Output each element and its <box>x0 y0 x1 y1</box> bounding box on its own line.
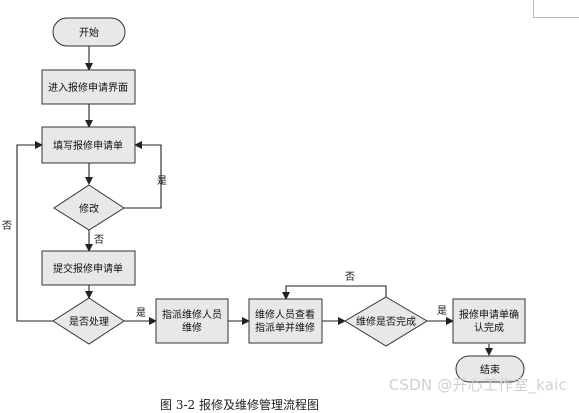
node-view-label-1: 维修人员查看 <box>255 308 315 321</box>
node-fill-form-label: 填写报修申请单 <box>53 139 123 152</box>
edge-processed-no-loop <box>16 141 53 322</box>
node-assign-label-2: 维修 <box>182 321 202 334</box>
edge-modify-yes-loop <box>124 141 162 209</box>
page-corner-mark <box>533 0 579 18</box>
node-confirm-label-1: 报修申请单确 <box>459 308 519 321</box>
edge-label-processed-yes: 是 <box>136 307 146 319</box>
edge-label-modify-yes: 是 <box>157 175 167 187</box>
edge-label-complete-no: 否 <box>345 271 355 283</box>
connectors <box>16 46 493 356</box>
node-start-label: 开始 <box>79 26 99 39</box>
node-processed-label: 是否处理 <box>69 316 109 328</box>
node-submit: 提交报修申请单 <box>41 250 136 286</box>
node-end-label: 结束 <box>480 363 500 376</box>
node-modify-label: 修改 <box>79 202 99 215</box>
node-submit-label: 提交报修申请单 <box>53 262 123 275</box>
node-modify-decision: 修改 <box>53 184 125 231</box>
node-complete-label: 维修是否完成 <box>356 315 416 328</box>
watermark: CSDN @开心工作室_kaic <box>388 376 567 394</box>
node-confirm-label-2: 认完成 <box>474 321 504 334</box>
edge-complete-no-loop <box>282 285 387 300</box>
edge-label-modify-no: 否 <box>94 234 104 246</box>
node-start: 开始 <box>52 17 126 47</box>
edge-label-complete-yes: 是 <box>437 305 447 317</box>
node-view: 维修人员查看 指派单并维修 <box>248 298 323 344</box>
node-confirm: 报修申请单确 认完成 <box>452 298 526 344</box>
node-enter-page-label: 进入报修申请界面 <box>48 81 128 94</box>
node-enter-page: 进入报修申请界面 <box>41 69 136 105</box>
edge-label-processed-no: 否 <box>2 220 12 232</box>
node-view-label-2: 指派单并维修 <box>255 321 315 334</box>
node-end: 结束 <box>455 355 525 383</box>
node-processed-decision: 是否处理 <box>52 297 125 345</box>
node-assign-label-1: 指派维修人员 <box>162 308 222 321</box>
node-complete-decision: 维修是否完成 <box>344 296 428 347</box>
node-fill-form: 填写报修申请单 <box>41 126 136 164</box>
node-assign: 指派维修人员 维修 <box>155 298 229 344</box>
